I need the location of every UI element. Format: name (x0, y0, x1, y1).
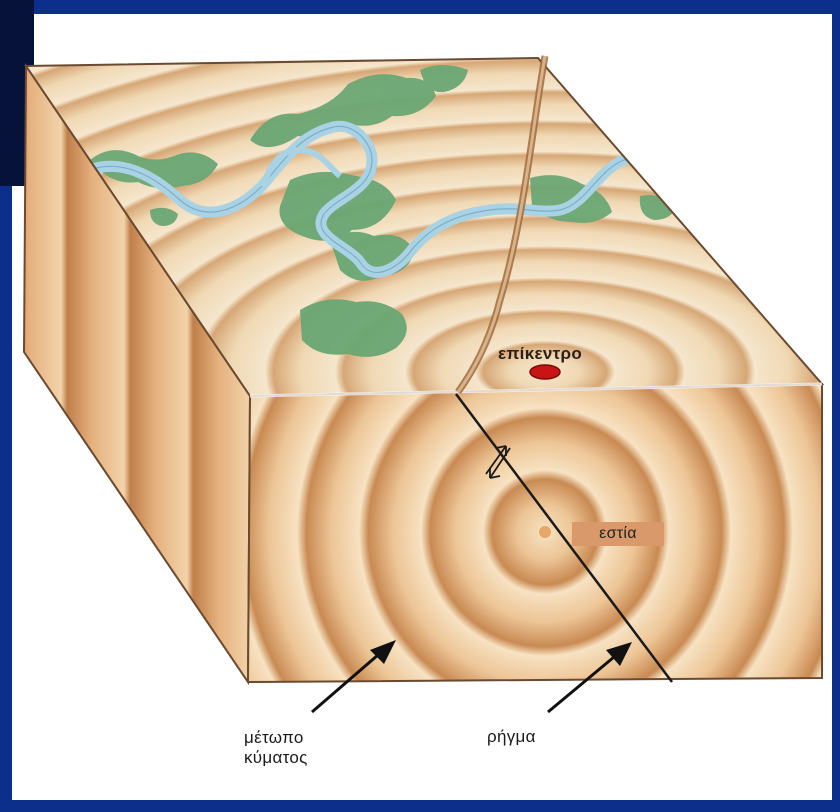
wavefront-label: μέτωπο κύματος (244, 728, 364, 768)
epicenter-marker (530, 365, 560, 379)
slide-frame-right (832, 0, 840, 812)
wavefront-label-line2: κύματος (244, 748, 364, 768)
epicenter-label: επίκεντρο (498, 344, 582, 364)
wavefront-label-line1: μέτωπο (244, 728, 364, 748)
slide-frame-bottom (0, 800, 840, 812)
fault-label: ρήγμα (487, 727, 536, 747)
focus-marker (539, 526, 551, 538)
focus-label: εστία (572, 522, 664, 546)
slide-frame-top (0, 0, 840, 14)
block-front-face (248, 384, 822, 682)
